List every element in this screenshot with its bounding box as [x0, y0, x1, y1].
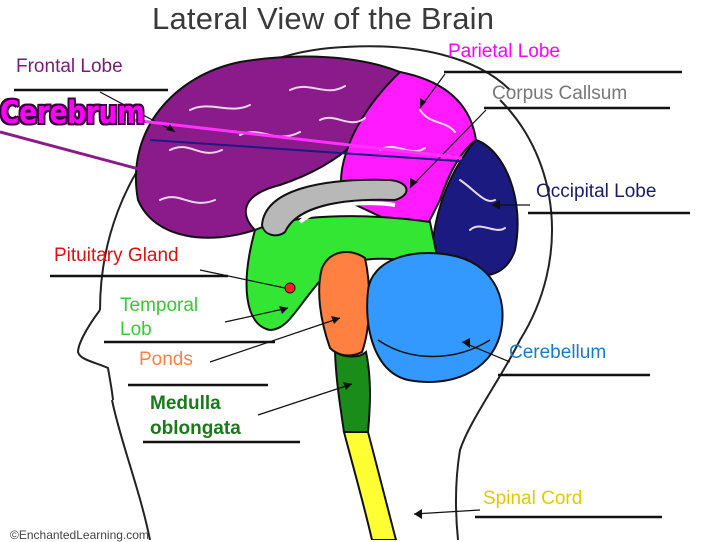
- cerebrum-pointer-lines: [0, 118, 473, 174]
- label-temporal-lobe-line2: Lob: [120, 319, 152, 340]
- medulla-shape: [333, 349, 371, 433]
- label-pituitary-gland: Pituitary Gland: [54, 245, 179, 266]
- label-frontal-lobe: Frontal Lobe: [16, 56, 123, 77]
- neck-outline: [111, 399, 151, 540]
- spinal-cord-shape: [342, 431, 398, 540]
- cerebellum-shape: [366, 252, 504, 384]
- leader-lines: [14, 70, 690, 519]
- diagram-title: Lateral View of the Brain: [152, 1, 495, 36]
- pituitary-gland-shape: [284, 282, 296, 294]
- arrowheads: [166, 98, 500, 519]
- label-medulla-line2: oblongata: [150, 418, 241, 439]
- label-occipital-lobe: Occipital Lobe: [536, 181, 657, 202]
- corpus-callosum-shape: [260, 178, 408, 237]
- copyright-notice: ©EnchantedLearning.com: [10, 528, 149, 542]
- label-spinal-cord: Spinal Cord: [483, 488, 583, 509]
- label-cerebellum: Cerebellum: [509, 342, 607, 363]
- label-temporal-lobe-line1: Temporal: [120, 295, 199, 316]
- head-outline: [99, 45, 511, 311]
- label-pons: Ponds: [139, 349, 193, 370]
- cerebellum-fold: [377, 339, 491, 358]
- back-of-head-outline: [454, 99, 553, 540]
- label-medulla-line1: Medulla: [150, 393, 221, 414]
- face-outline: [76, 309, 114, 401]
- label-cerebrum: Cerebrum: [0, 95, 145, 131]
- label-corpus-callosum: Corpus Callsum: [492, 83, 628, 104]
- pons-shape: [318, 251, 371, 357]
- label-parietal-lobe: Parietal Lobe: [448, 41, 560, 62]
- corpus-callosum-inner: [298, 201, 396, 224]
